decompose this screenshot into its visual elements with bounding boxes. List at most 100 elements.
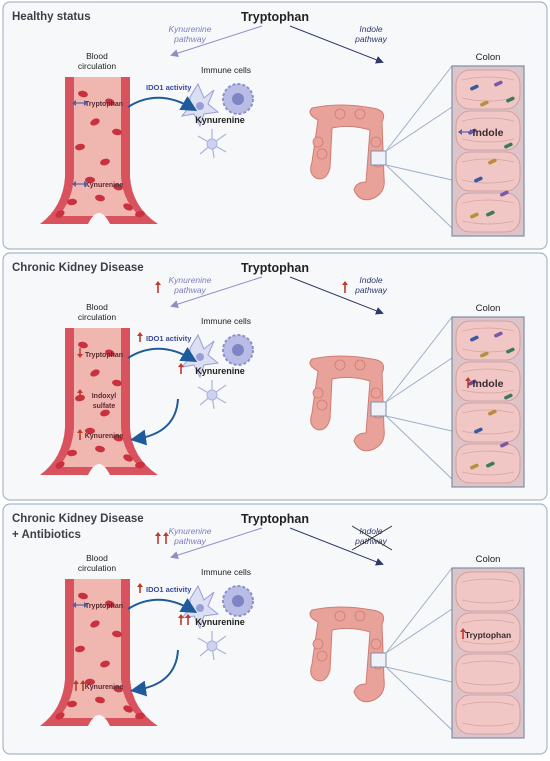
gut-bacterium bbox=[506, 347, 515, 354]
blood-circulation-label: circulation bbox=[78, 563, 117, 573]
red-blood-cell bbox=[95, 445, 105, 453]
increase-arrow-icon bbox=[185, 614, 191, 625]
increase-arrow-icon bbox=[73, 680, 79, 691]
colon-fold bbox=[461, 138, 515, 143]
red-blood-cell bbox=[85, 678, 95, 686]
blood-circulation-label: circulation bbox=[78, 61, 117, 71]
colon-fold bbox=[461, 722, 515, 727]
cross-out-line bbox=[351, 525, 393, 551]
arrow-head bbox=[465, 377, 471, 381]
intestine-fold bbox=[370, 136, 382, 148]
kynurenine-product-label: Kynurenine bbox=[195, 366, 245, 376]
decrease-arrow-icon bbox=[77, 348, 83, 358]
increase-arrow-icon bbox=[155, 281, 161, 293]
increase-arrow-icon bbox=[178, 363, 184, 374]
increase-arrow-icon bbox=[80, 680, 86, 691]
zoom-line bbox=[385, 567, 453, 654]
colon-label: Colon bbox=[476, 554, 501, 565]
red-blood-cell bbox=[113, 434, 123, 442]
gut-bacterium bbox=[470, 463, 479, 470]
colon-fold bbox=[461, 640, 515, 645]
panel-3: Chronic Kidney Disease+ AntibioticsTrypt… bbox=[2, 503, 548, 755]
red-blood-cell bbox=[113, 685, 123, 693]
colon-fold bbox=[461, 471, 515, 476]
tryptophan-label: Tryptophan bbox=[241, 512, 309, 526]
arrow-head bbox=[77, 429, 83, 433]
colon-metabolite-label: Indole bbox=[473, 378, 504, 390]
red-blood-cell bbox=[85, 427, 95, 435]
colon-segment bbox=[455, 320, 521, 361]
colon-fold bbox=[461, 327, 515, 332]
red-blood-cell bbox=[67, 449, 77, 457]
red-blood-cell bbox=[95, 696, 105, 704]
colon-segment bbox=[455, 571, 521, 612]
kynurenine-pathway-arrow bbox=[170, 527, 263, 559]
cell-nucleus bbox=[196, 353, 204, 361]
arrow-head-left bbox=[458, 129, 462, 135]
kynurenine-return-arrow bbox=[130, 398, 179, 446]
red-blood-cell bbox=[67, 198, 77, 206]
vessel-metabolite-label: Kynurenine bbox=[85, 433, 124, 440]
gut-bacterium bbox=[486, 461, 495, 468]
gut-bacterium bbox=[480, 100, 489, 107]
gut-bacterium bbox=[480, 351, 489, 358]
gut-bacterium bbox=[488, 158, 497, 165]
vessel-metabolite-label: Tryptophan bbox=[85, 101, 123, 108]
colon-fold bbox=[461, 681, 515, 686]
vessel-metabolite-label: Tryptophan bbox=[85, 603, 123, 610]
ido1-activity-label: IDO1 activity bbox=[146, 83, 192, 92]
red-blood-cell bbox=[105, 98, 115, 106]
zoom-line bbox=[385, 164, 453, 181]
zoom-region-box bbox=[370, 652, 387, 668]
intestine-fold bbox=[334, 108, 346, 120]
zoom-line bbox=[385, 415, 453, 480]
increase-arrow-icon bbox=[163, 532, 169, 544]
red-blood-cell bbox=[85, 176, 95, 184]
colon-segment bbox=[455, 402, 521, 443]
kynurenine-return-arrow bbox=[130, 649, 179, 697]
red-blood-cell bbox=[100, 409, 110, 417]
red-blood-cell bbox=[123, 203, 133, 211]
blood-circulation-label: Blood bbox=[86, 302, 108, 312]
vessel-metabolite-label: Kynurenine bbox=[85, 182, 124, 189]
red-blood-cell bbox=[55, 712, 65, 720]
blood-vessel bbox=[40, 579, 158, 726]
intestine-fold bbox=[316, 650, 328, 662]
arrow-head-left bbox=[72, 181, 76, 187]
zoom-line bbox=[385, 106, 453, 152]
colon-segment bbox=[455, 361, 521, 402]
indole-pathway-label: pathway bbox=[354, 536, 387, 546]
colon-segment bbox=[455, 110, 521, 151]
colon-fold bbox=[461, 389, 515, 394]
intestine-fold bbox=[312, 387, 324, 399]
intestine-fold bbox=[316, 399, 328, 411]
kynurenine-pathway-label: Kynurenine bbox=[168, 275, 211, 285]
increase-arrow-icon bbox=[137, 332, 143, 342]
arrow-head bbox=[342, 281, 348, 285]
neuron-cell bbox=[206, 640, 218, 652]
arrow-head-left bbox=[72, 602, 76, 608]
kynurenine-pathway-label: pathway bbox=[173, 536, 206, 546]
gut-bacterium bbox=[504, 142, 513, 149]
colon-fold bbox=[461, 368, 515, 373]
arrow-head bbox=[137, 583, 143, 587]
intestine-fold bbox=[334, 610, 346, 622]
colon-fold bbox=[461, 158, 515, 163]
gut-bacterium bbox=[470, 212, 479, 219]
arrow-head bbox=[163, 532, 169, 536]
cell-nucleus bbox=[196, 604, 204, 612]
colon-closeup bbox=[451, 567, 525, 739]
vessel-metabolite-label: Tryptophan bbox=[85, 352, 123, 359]
red-blood-cell bbox=[105, 600, 115, 608]
kynurenine-pathway-label: pathway bbox=[173, 285, 206, 295]
red-blood-cell bbox=[105, 349, 115, 357]
arrow-head-right bbox=[470, 129, 474, 135]
colon-label: Colon bbox=[476, 52, 501, 63]
red-blood-cell bbox=[55, 210, 65, 218]
gut-bacterium bbox=[494, 331, 503, 338]
intestine-illustration bbox=[309, 104, 387, 201]
colon-metabolite-label: Indole bbox=[473, 127, 504, 139]
colon-fold bbox=[461, 430, 515, 435]
zoom-line bbox=[385, 65, 453, 152]
